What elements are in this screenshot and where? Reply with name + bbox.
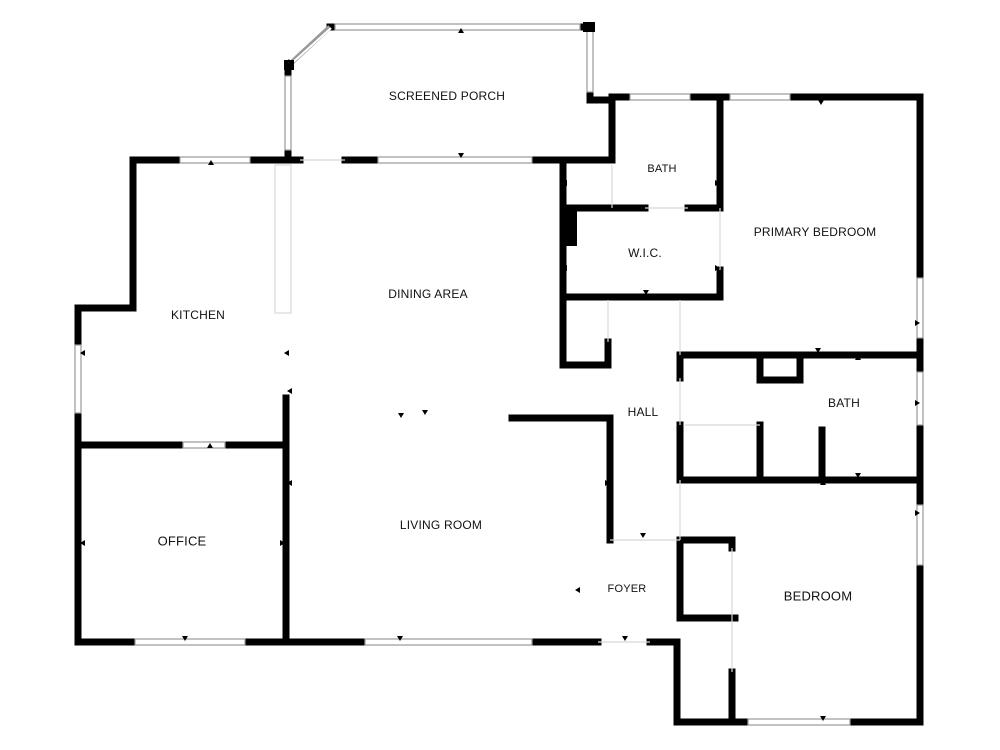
wic-wall: [559, 266, 724, 301]
marker: [80, 540, 85, 546]
marker: [820, 716, 826, 721]
marker: [575, 587, 580, 593]
marker: [207, 443, 213, 448]
marker: [287, 480, 292, 486]
bedroom-closet-wall: [676, 536, 736, 552]
label-bath-top: BATH: [647, 163, 676, 175]
east-top-wall: [786, 93, 924, 282]
north-wall-left: [74, 156, 369, 646]
window: [284, 75, 292, 151]
marker: [397, 636, 403, 641]
marker: [915, 320, 920, 326]
bath-wall: [676, 421, 924, 484]
marker: [398, 413, 404, 418]
south-east-wall: [646, 638, 752, 726]
marker: [284, 350, 289, 356]
label-office: OFFICE: [158, 533, 207, 548]
hall-wall: [508, 414, 614, 544]
kitchen-island: [274, 164, 292, 314]
openings: [274, 159, 760, 672]
porch-corner: [284, 22, 595, 70]
marker: [715, 180, 720, 186]
marker: [622, 636, 628, 641]
label-dining-area: DINING AREA: [388, 287, 468, 301]
porch-angle-inner: [290, 27, 332, 65]
label-primary-bedroom: PRIMARY BEDROOM: [754, 225, 877, 239]
porch-post: [284, 60, 294, 70]
office-wall: [221, 441, 290, 646]
window: [134, 638, 246, 646]
window: [916, 277, 924, 339]
label-living-room: LIVING ROOM: [400, 518, 482, 532]
window: [182, 441, 226, 449]
label-bath-mid: BATH: [828, 396, 860, 410]
window: [179, 156, 251, 164]
window: [629, 93, 691, 101]
porch-post: [583, 22, 595, 32]
marker: [640, 533, 646, 538]
windows: [74, 23, 924, 726]
marker: [280, 540, 285, 546]
marker: [715, 265, 720, 271]
bath-closet: [756, 351, 804, 384]
marker: [562, 180, 567, 186]
marker: [855, 473, 861, 478]
window: [916, 504, 924, 566]
marker: [287, 388, 292, 394]
marker: [915, 400, 920, 406]
marker: [208, 160, 214, 165]
marker: [422, 410, 428, 415]
bedroom-closet-wall: [676, 536, 739, 622]
room-labels: SCREENED PORCH BATH PRIMARY BEDROOM W.I.…: [158, 89, 877, 603]
marker: [815, 348, 821, 353]
marker: [605, 480, 610, 486]
marker: [820, 480, 826, 485]
marker: [80, 350, 85, 356]
window: [747, 718, 851, 726]
markers: [80, 28, 920, 721]
window: [916, 371, 924, 426]
marker: [855, 355, 861, 360]
east-wall: [846, 561, 924, 726]
label-screened-porch: SCREENED PORCH: [389, 89, 505, 103]
label-foyer: FOYER: [608, 583, 647, 595]
label-wic: W.I.C.: [628, 246, 662, 260]
label-hall: HALL: [628, 405, 659, 419]
marker: [182, 636, 188, 641]
marker: [818, 100, 824, 105]
wic-wall: [559, 161, 612, 369]
window: [364, 638, 533, 646]
marker: [458, 28, 464, 33]
label-bedroom: BEDROOM: [784, 588, 853, 603]
window: [586, 29, 594, 93]
marker: [643, 290, 649, 295]
north-wall-segment: [528, 96, 616, 164]
marker: [458, 153, 464, 158]
window: [729, 93, 791, 101]
walls: [74, 23, 924, 726]
wic-column: [563, 208, 577, 246]
window: [377, 156, 533, 164]
marker: [562, 265, 567, 271]
label-kitchen: KITCHEN: [171, 308, 225, 322]
marker: [915, 510, 920, 516]
window: [334, 23, 581, 31]
window: [74, 344, 82, 414]
